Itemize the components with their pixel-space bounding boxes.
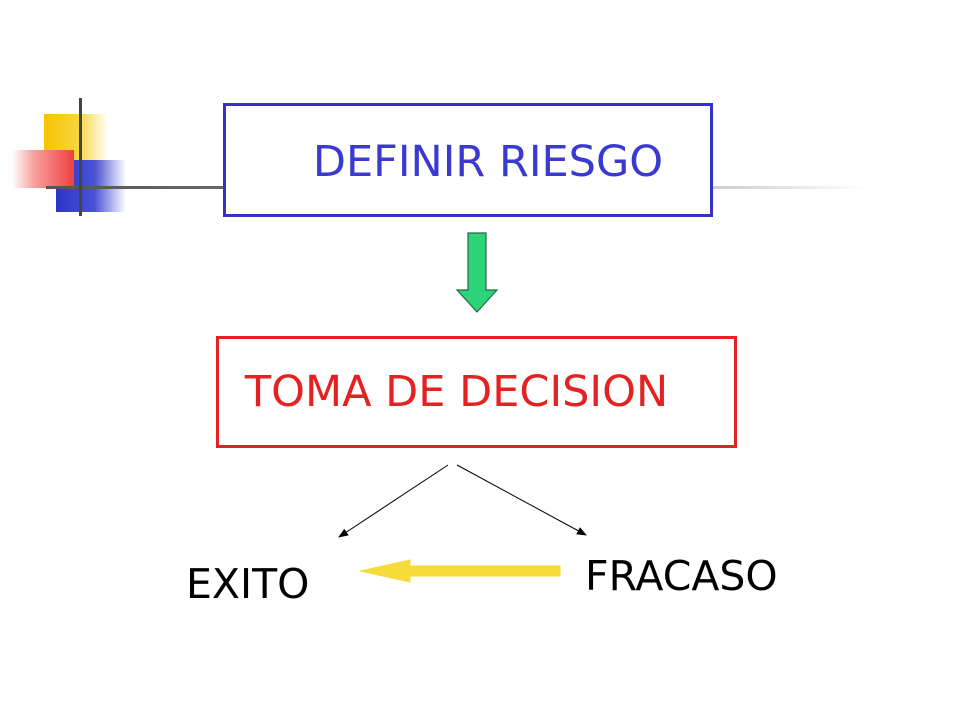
outcome-failure-label: FRACASO xyxy=(585,552,778,600)
decor-red-square xyxy=(12,150,74,188)
arrow-down-icon xyxy=(455,232,499,313)
step-define-risk-label: DEFINIR RIESGO xyxy=(312,137,664,187)
outcome-success-label: EXITO xyxy=(186,560,310,608)
branch-line-failure xyxy=(456,464,587,536)
branch-line-success xyxy=(338,464,449,538)
step-define-risk-box: DEFINIR RIESGO xyxy=(223,103,713,217)
arrow-left-icon xyxy=(359,559,561,583)
step-decision-label: TOMA DE DECISION xyxy=(244,367,669,417)
decor-vertical-line xyxy=(79,98,82,216)
step-decision-box: TOMA DE DECISION xyxy=(216,336,737,448)
